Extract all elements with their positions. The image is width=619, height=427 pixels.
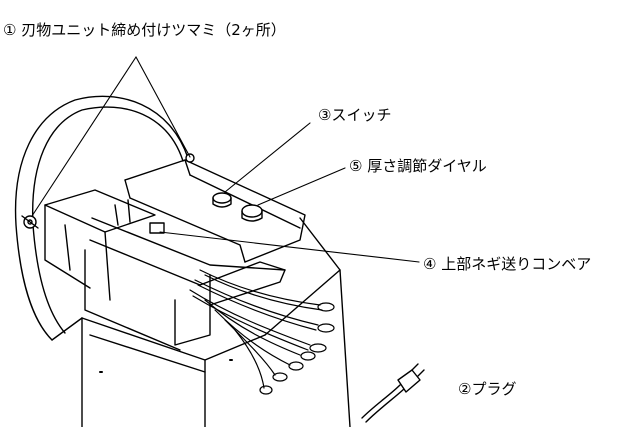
label-plug: ②プラグ	[458, 380, 517, 398]
cabinet-body	[81, 217, 351, 427]
clamp-knobs	[21, 153, 195, 229]
green-onions	[189, 269, 335, 395]
label-switch: ③スイッチ	[318, 106, 392, 124]
label-upper-conveyor: ④ 上部ネギ送りコンベア	[423, 255, 592, 273]
blade-cover	[14, 95, 189, 341]
top-housing	[124, 159, 306, 263]
power-cord	[361, 363, 425, 423]
conveyor-unit	[44, 189, 286, 351]
label-thickness-dial: ⑤ 厚さ調節ダイヤル	[349, 157, 487, 175]
label-blade-unit-knobs: ① 刃物ユニット締め付けツマミ（2ヶ所）	[3, 21, 286, 39]
leader-lines	[31, 56, 420, 263]
